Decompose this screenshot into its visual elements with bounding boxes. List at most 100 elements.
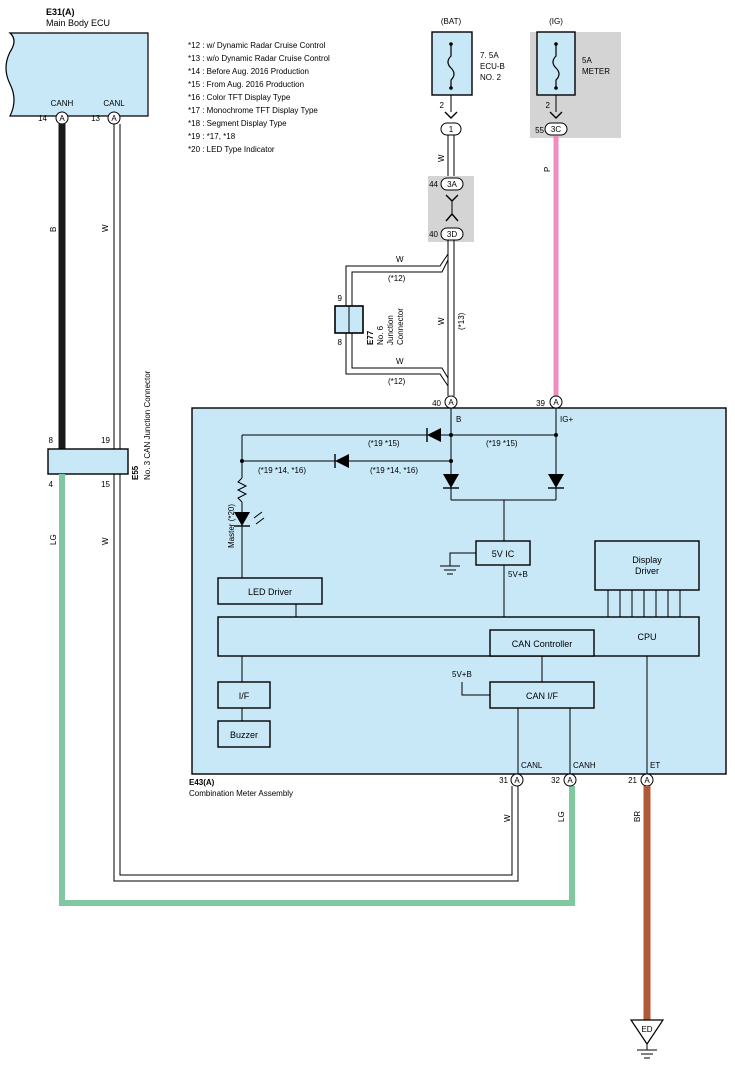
meter-conn-a-31-label: A [514, 776, 520, 785]
e77-pin-9: 9 [338, 294, 343, 303]
wire-e77-bot-a [345, 332, 449, 387]
ecu-canh-label: CANH [51, 99, 74, 108]
jb-pin-44: 44 [429, 180, 438, 189]
can-controller-box [489, 629, 595, 657]
e55-pin-19: 19 [101, 436, 110, 445]
ground-label: ED [641, 1025, 652, 1034]
led-driver-label: LED Driver [248, 587, 292, 597]
e55-connector [47, 448, 129, 475]
note-19-15-right: (*19 *15) [486, 439, 518, 448]
meter-conn-a-40-label: A [448, 398, 454, 407]
meter-pin-39: 39 [536, 399, 545, 408]
wire-label-w-left: W [101, 537, 110, 545]
note-19-15-left: (*19 *15) [368, 439, 400, 448]
wire-label-w-bot: W [503, 814, 512, 822]
meter-canl-label: CANL [521, 761, 543, 770]
left-wires: B W 8 19 4 15 E55 No. 3 CAN Junction Con… [47, 124, 575, 906]
wire-e77-top-b [351, 259, 449, 308]
ig-fuse-dot-bottom [554, 86, 558, 90]
junction-block: 44 3A 40 3D [428, 176, 474, 242]
bottom-wires: W LG BR [503, 786, 651, 1020]
e77-note-12-bot: (*12) [388, 377, 406, 386]
meter-igp-label: IG+ [560, 415, 573, 424]
note-3: *14 : Before Aug. 2016 Production [188, 67, 309, 76]
note-9: *20 : LED Type Indicator [188, 145, 275, 154]
can-if-label: CAN I/F [526, 691, 559, 701]
ig-label: (IG) [549, 17, 563, 26]
notes-list: *12 : w/ Dynamic Radar Cruise Control *1… [188, 41, 330, 154]
meter-code: E43(A) [189, 778, 215, 787]
master-led-ray-1 [253, 511, 263, 519]
meter-conn-a-31 [510, 773, 524, 787]
e77-pin-8: 8 [338, 338, 343, 347]
wire-label-p: P [543, 167, 552, 172]
meter-led-node [240, 459, 244, 463]
display-driver-label-1: Display [632, 555, 662, 565]
if-box [217, 681, 271, 709]
display-driver-box [594, 540, 700, 591]
e77-wire-w-bot: W [396, 357, 404, 366]
wire-label-lg-left: LG [49, 534, 58, 545]
wire-label-b: B [49, 227, 58, 232]
master-label: Master (*20) [227, 504, 236, 548]
ig-fuse-rating: 5A [582, 56, 592, 65]
ground-triangle-icon [629, 1019, 665, 1046]
center-wires: W (*13) W (*12) W (*12) 9 8 E77 No. 6 Ju… [334, 240, 466, 396]
e55-pin-8: 8 [49, 436, 54, 445]
if-label: I/F [239, 691, 250, 701]
bat-conn-1 [440, 122, 462, 136]
meter-pin-32: 32 [551, 776, 560, 785]
note-1: *12 : w/ Dynamic Radar Cruise Control [188, 41, 326, 50]
ecu-pin-13: 13 [91, 114, 100, 123]
wire-lg-green [59, 474, 575, 906]
can-if-box [489, 681, 595, 709]
e55-code: E55 [131, 465, 140, 480]
bat-conn-1-label: 1 [449, 125, 454, 134]
meter-pin-40: 40 [432, 399, 441, 408]
meter-name: Combination Meter Assembly [189, 789, 293, 798]
meter-pin-31: 31 [499, 776, 508, 785]
e55-pin-4: 4 [49, 480, 54, 489]
v5b2-label: 5V+B [452, 670, 472, 679]
jb-conn-3a [440, 177, 464, 191]
ig-conn-3c [544, 122, 568, 136]
ecu-conn-a-2-label: A [111, 114, 117, 123]
meter-resistor [236, 477, 248, 503]
bat-fuse-group: (BAT) 7. 5A ECU-B NO. 2 2 1 W [431, 17, 505, 177]
ig-chevron-icon [549, 111, 563, 119]
ic-5v-label: 5V IC [492, 549, 515, 559]
can-controller-label: CAN Controller [512, 639, 573, 649]
ig-fuse-group: (IG) 5A METER 2 55 3C P [530, 17, 621, 396]
jb-conn-3a-label: 3A [447, 180, 457, 189]
e77-name-2: Junction [386, 315, 395, 345]
wire-w-bottom-b [119, 474, 513, 876]
v5b2-lead [461, 682, 490, 696]
wire-label-w-top: W [101, 224, 110, 232]
wire-label-w-bat: W [437, 154, 446, 162]
e77-name-1: No. 6 [376, 325, 385, 345]
note-4: *15 : From Aug. 2016 Production [188, 80, 304, 89]
ecu-canl-label: CANL [103, 99, 125, 108]
e77-name-3: Connector [396, 308, 405, 345]
meter-diode-ig [548, 474, 564, 488]
note-7: *18 : Segment Display Type [188, 119, 287, 128]
buzzer-label: Buzzer [230, 730, 258, 740]
bat-pin-2: 2 [440, 101, 445, 110]
bat-fuse-box [431, 31, 473, 96]
ecu-code: E31(A) [46, 7, 75, 17]
buzzer-box [217, 720, 271, 748]
note-19-14-right: (*19 *14, *16) [370, 466, 418, 475]
meter-diode-mid [335, 454, 349, 468]
ground-ed: ED [629, 1019, 665, 1059]
display-bus [604, 589, 684, 617]
note-2: *13 : w/o Dynamic Radar Cruise Control [188, 54, 330, 63]
ig-pin-2: 2 [546, 101, 551, 110]
master-led-icon [234, 512, 250, 526]
meter-pin-21: 21 [628, 776, 637, 785]
ig-fuse-icon [552, 44, 560, 88]
note-5: *16 : Color TFT Display Type [188, 93, 291, 102]
cpu-label: CPU [637, 632, 656, 642]
ecu-name: Main Body ECU [46, 18, 110, 28]
meter-conn-a-21-label: A [644, 776, 650, 785]
